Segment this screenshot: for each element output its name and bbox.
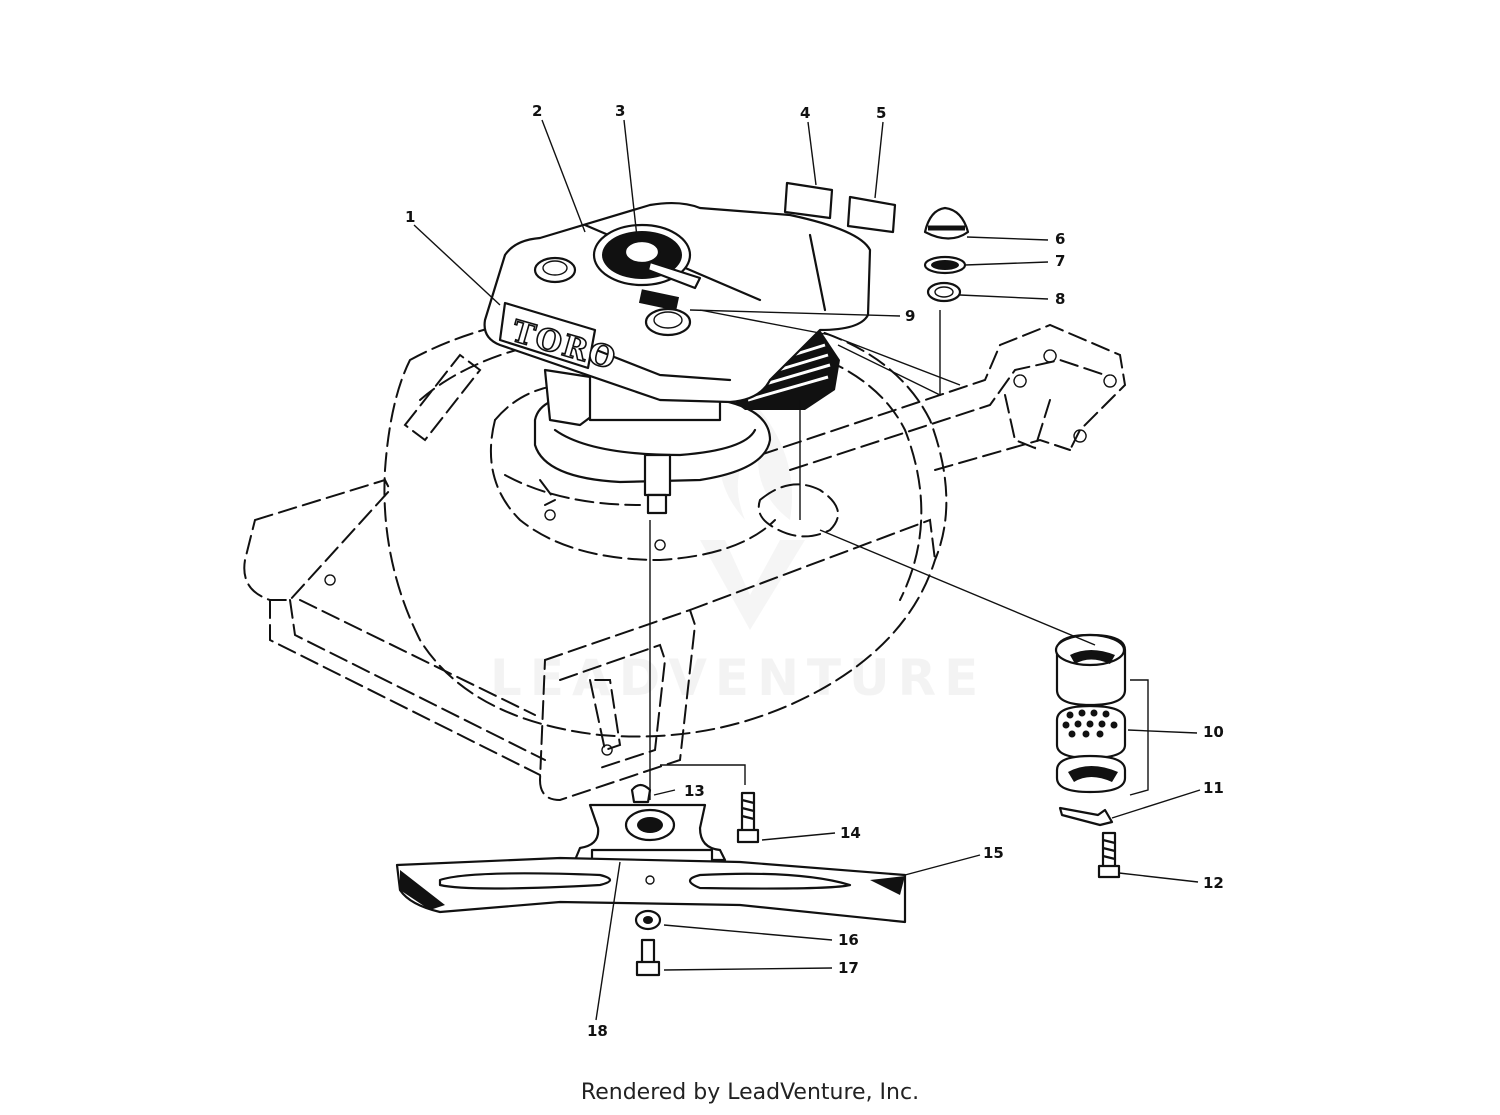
- key: [630, 783, 652, 804]
- muffler-bolt: [1097, 831, 1121, 879]
- callout-3: 3: [615, 102, 625, 120]
- oil-fill-cap-parts: [923, 206, 970, 303]
- watermark-logo: LEADVENTURE: [490, 410, 986, 707]
- callout-6: 6: [1055, 230, 1065, 248]
- exploded-view-drawing: LEADVENTURE: [243, 102, 1224, 1040]
- callout-4: 4: [800, 104, 810, 122]
- blade-bolt-14: [736, 791, 760, 844]
- engine-assembly: TORO: [483, 201, 872, 515]
- leader-lines: [413, 119, 1201, 1021]
- blade-adapter: [573, 803, 727, 864]
- decal-5: [846, 195, 897, 234]
- muffler-assembly: [1054, 633, 1127, 794]
- callout-12: 12: [1203, 874, 1224, 892]
- decal-4: [783, 181, 834, 220]
- callout-7: 7: [1055, 252, 1065, 270]
- callout-14: 14: [840, 824, 861, 842]
- callout-5: 5: [876, 104, 886, 122]
- callout-9: 9: [905, 307, 915, 325]
- muffler-clamp: [1058, 806, 1114, 827]
- callout-16: 16: [838, 931, 859, 949]
- callout-1: 1: [405, 208, 415, 226]
- blade-bolt-17: [635, 938, 661, 977]
- recoil-starter: [592, 223, 702, 290]
- render-credit: Rendered by LeadVenture, Inc.: [580, 1080, 920, 1105]
- callout-numbers: 1 2 3 4 5 6 7 8 9 10 11 12 13 14 15 16 1…: [405, 102, 1224, 1040]
- callout-18: 18: [587, 1022, 608, 1040]
- callout-17: 17: [838, 959, 859, 977]
- callout-10: 10: [1203, 723, 1224, 741]
- callout-15: 15: [983, 844, 1004, 862]
- callout-2: 2: [532, 102, 542, 120]
- blade: [395, 856, 907, 924]
- callout-11: 11: [1203, 779, 1224, 797]
- callout-13: 13: [684, 782, 705, 800]
- callout-8: 8: [1055, 290, 1065, 308]
- watermark-text: LEADVENTURE: [490, 649, 986, 707]
